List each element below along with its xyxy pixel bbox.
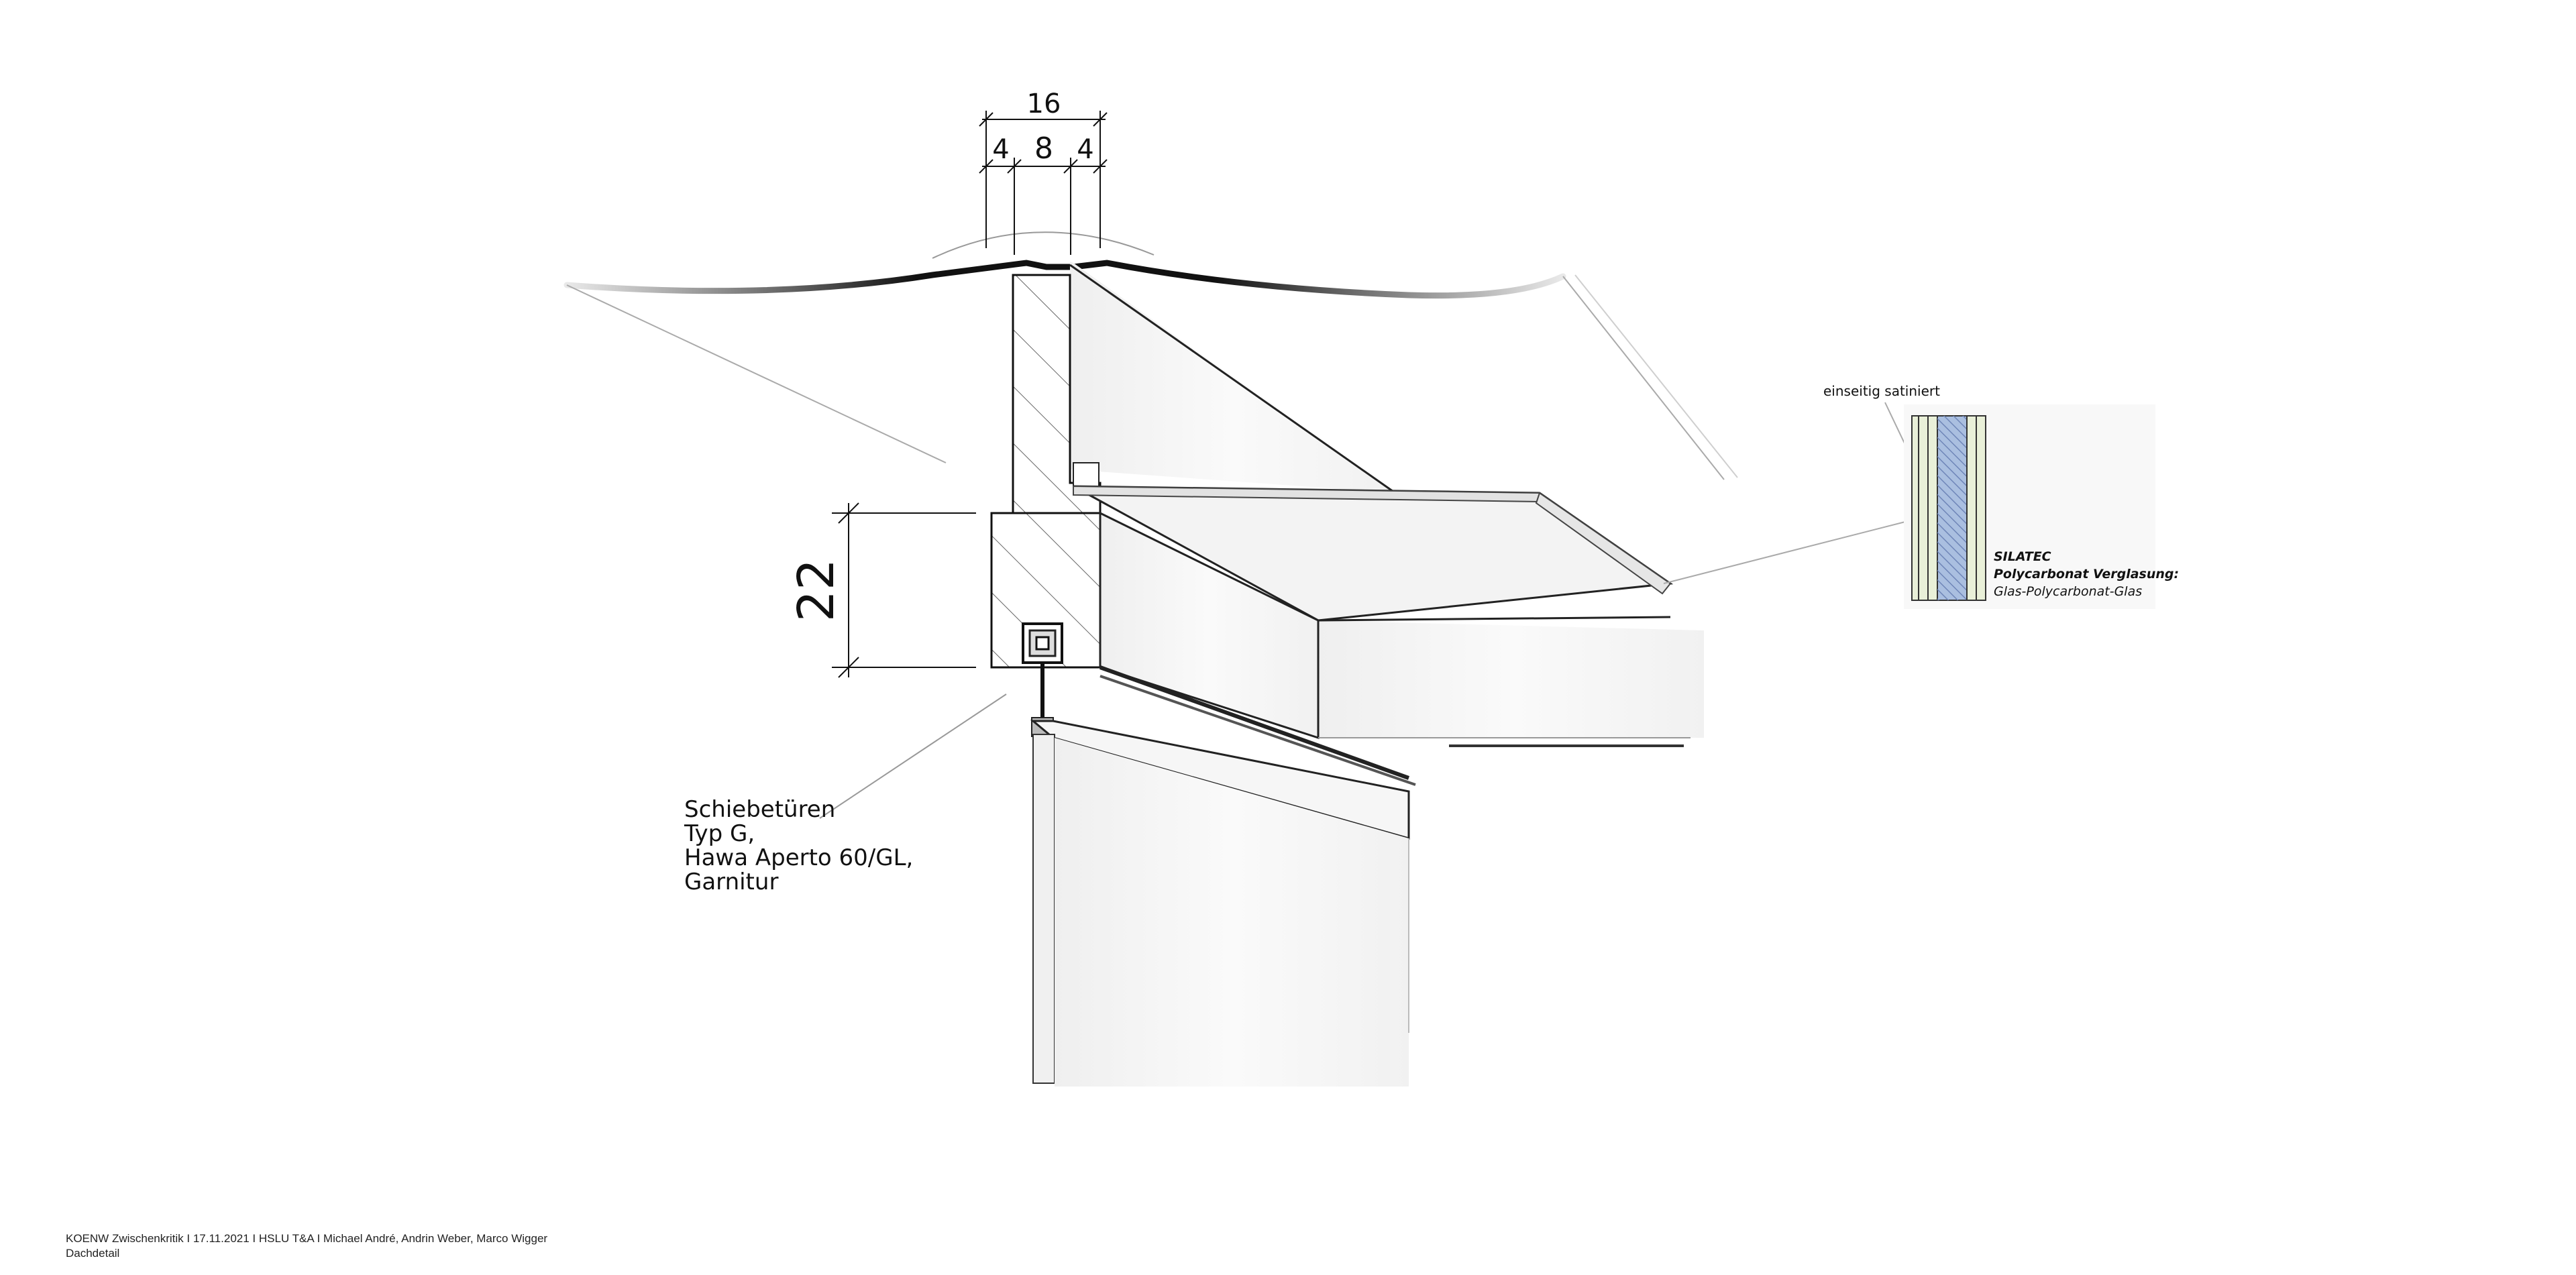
sliding-door-panel xyxy=(1030,720,1410,1087)
glazing-section-detail: einseitig satiniert SILATEC Polycarbonat… xyxy=(1663,383,2179,609)
sliding-track xyxy=(1022,622,1063,737)
glazed-roof-element xyxy=(1073,485,1704,786)
satinated-label: einseitig satiniert xyxy=(1823,383,1940,399)
dim-side-height: 22 xyxy=(788,559,845,622)
top-dimension-chain: 16 4 8 4 xyxy=(979,89,1108,255)
dim-top-right: 4 xyxy=(1077,134,1093,165)
sliding-door-callout: Schiebetüren Typ G, Hawa Aperto 60/GL, G… xyxy=(684,694,1007,895)
glazing-title: Polycarbonat Verglasung: xyxy=(1994,567,2179,581)
footer-credits: KOENW Zwischenkritik I 17.11.2021 I HSLU… xyxy=(66,1232,548,1245)
footer-sheet-title: Dachdetail xyxy=(66,1247,120,1260)
glazing-layers: Glas-Polycarbonat-Glas xyxy=(1994,584,2142,599)
side-dimension: 22 xyxy=(788,502,976,678)
footer: KOENW Zwischenkritik I 17.11.2021 I HSLU… xyxy=(66,1231,547,1261)
dim-top-total: 16 xyxy=(1027,89,1061,119)
sliding-door-label-line-1: Schiebetüren xyxy=(684,796,835,823)
sliding-door-label-line-2: Typ G, xyxy=(684,820,755,847)
sliding-door-label-line-4: Garnitur xyxy=(684,869,778,895)
glazing-brand: SILATEC xyxy=(1994,549,2051,564)
dim-top-left: 4 xyxy=(992,134,1009,165)
roof-slab-back xyxy=(1069,262,1396,494)
dim-top-mid: 8 xyxy=(1034,131,1053,166)
sliding-door-label-line-3: Hawa Aperto 60/GL, xyxy=(684,844,913,871)
roof-membrane xyxy=(564,231,1738,480)
